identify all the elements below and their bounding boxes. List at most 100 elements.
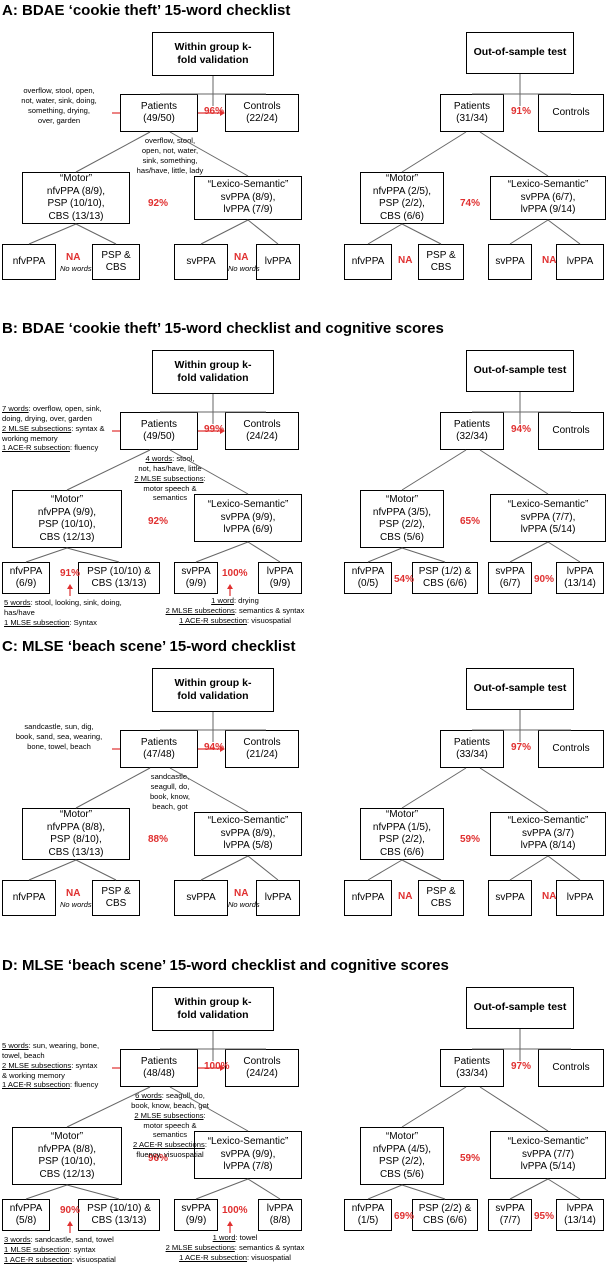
leaf-lvppa: lvPPA(9/9) (258, 562, 302, 594)
predictor-note-top-text: : fluency (69, 443, 99, 453)
root-node-within-group: Within group k-fold validation (152, 32, 274, 76)
predictor-note-bottom-left-line: 1 MLSE subsection: Syntax (4, 618, 164, 628)
lexico-semantic-node-line: lvPPA (8/14) (520, 840, 576, 852)
motor-node-line: CBS (12/13) (39, 1168, 95, 1180)
patients-node: Patients(49/50) (120, 412, 198, 450)
lexico-semantic-node-line: svPPA (9/9), (220, 511, 276, 523)
accuracy-middle: 74% (460, 198, 481, 209)
accuracy-top: 100% (204, 1061, 230, 1072)
lexico-semantic-node-line: “Lexico-Semantic” (207, 815, 289, 827)
leaf-nfvppa-line: (0/5) (357, 578, 379, 589)
root-node-within-group-line: fold validation (177, 1009, 249, 1021)
lexico-semantic-node-line: lvPPA (7/9) (223, 204, 273, 216)
predictor-note-top-text: doing, drying, over, garden (2, 413, 92, 423)
lexico-semantic-node: “Lexico-Semantic”svPPA (8/9),lvPPA (5/8) (194, 812, 302, 856)
predictor-note-top-label: 5 words (2, 1041, 29, 1050)
predictor-note-top-line: 2 MLSE subsections: syntax (2, 1061, 116, 1071)
leaf-nfvppa-line: (1/5) (357, 1215, 379, 1226)
leaf-svppa-line: svPPA (186, 891, 216, 903)
predictor-note-top-line: over, garden (37, 115, 81, 125)
predictor-note-bottom-left-text: : syntax (69, 1244, 96, 1254)
accuracy-leaf-left: NA (398, 891, 413, 902)
motor-node-line: nfvPPA (3/5), (372, 506, 432, 518)
connector-motor-leaf2 (66, 547, 120, 563)
predictor-note-bottom-left-text: : visuospatial (71, 1254, 116, 1264)
lexico-semantic-node-line: “Lexico-Semantic” (507, 179, 589, 191)
leaf-psp-cbs: PSP &CBS (92, 880, 140, 916)
motor-node-line: “Motor” (59, 809, 93, 820)
lexico-semantic-node-line: “Lexico-Semantic” (207, 179, 289, 191)
motor-node-line: “Motor” (385, 809, 419, 820)
lexico-semantic-node-line: lvPPA (7/8) (223, 1161, 273, 1173)
leaf-svppa: svPPA (174, 244, 228, 280)
predictor-note-top-text: : sun, wearing, bone, (28, 1041, 100, 1050)
leaf-lvppa-line: lvPPA (566, 565, 594, 577)
predictor-note-middle-text: fluency, visuospatial (136, 1150, 204, 1160)
leaf-lvppa: lvPPA(8/8) (258, 1199, 302, 1231)
predictor-note-bottom-right-text: : drying (233, 596, 259, 605)
root-node-within-group-line: Within group k- (174, 40, 252, 53)
connector-lexico-leaf3 (509, 855, 549, 881)
leaf-nfvppa-line: nfvPPA (351, 565, 385, 577)
connector-lexico-leaf3 (200, 219, 249, 245)
connector-motor-leaf2 (401, 1184, 446, 1200)
accuracy-middle: 92% (148, 516, 169, 527)
leaf-psp-cbs-line: CBS (105, 898, 127, 909)
predictor-note-middle-line: open, not, water, (141, 145, 199, 155)
predictor-note-top-line: something, drying, (27, 105, 91, 115)
predictor-note-middle-line: 6 words: seagull, do, (130, 1091, 210, 1101)
root-node-out-of-sample-line: Out-of-sample test (473, 46, 567, 59)
accuracy-middle: 59% (460, 834, 481, 845)
connector-lexico-leaf3 (195, 541, 249, 563)
patients-node-line: (33/34) (456, 1068, 488, 1079)
motor-node-line: CBS (5/6) (380, 1168, 424, 1180)
controls-node: Controls(21/24) (225, 730, 299, 768)
connector-patients-lexico (479, 767, 549, 813)
predictor-note-top-line: overflow, stool, open, (23, 86, 95, 95)
leaf-svppa: svPPA (488, 244, 532, 280)
motor-node-line: “Motor” (59, 173, 93, 184)
predictor-note-middle-line: overflow, stool, (144, 136, 196, 145)
lexico-semantic-node: “Lexico-Semantic”svPPA (7/7)lvPPA (5/14) (490, 1131, 606, 1179)
accuracy-leaf-left: NA (66, 888, 81, 899)
motor-node-line: nfvPPA (2/5), (372, 185, 432, 197)
accuracy-top: 94% (204, 742, 225, 753)
root-node-within-group: Within group k-fold validation (152, 668, 274, 712)
connector-motor-leaf2 (66, 1184, 120, 1200)
predictor-note-top: overflow, stool, open,not, water, sink, … (2, 86, 116, 125)
predictor-note-bottom-right-text: : visuospatial (247, 1252, 291, 1262)
leaf-nfvppa-line: nfvPPA (12, 891, 46, 903)
predictor-note-bottom-left-label: 3 words (4, 1235, 31, 1244)
leaf-svppa-line: svPPA (181, 1202, 211, 1214)
leaf-psp-cbs: PSP (2/2) &CBS (6/6) (412, 1199, 478, 1231)
predictor-note-bottom-right-label: 1 ACE-R subsection (179, 1252, 248, 1262)
predictor-note-bottom-right-label: 1 ACE-R subsection (179, 615, 248, 625)
lexico-semantic-node-line: lvPPA (5/14) (520, 524, 576, 536)
leaf-svppa: svPPA(9/9) (174, 562, 218, 594)
connector-patients-lexico (479, 1086, 549, 1132)
predictor-note-bottom-right-label: 1 word (212, 1233, 236, 1242)
lexico-semantic-node-line: svPPA (9/9), (220, 1148, 276, 1160)
connector-lexico-leaf3 (509, 219, 549, 245)
predictor-note-middle-label: 6 words (135, 1091, 162, 1100)
root-node-out-of-sample: Out-of-sample test (466, 350, 574, 392)
lexico-semantic-node-line: svPPA (7/7), (520, 511, 576, 523)
panel-title: C: MLSE ‘beach scene’ 15-word checklist (2, 638, 296, 655)
leaf-lvppa: lvPPA (556, 244, 604, 280)
lexico-semantic-node-line: “Lexico-Semantic” (507, 1136, 589, 1148)
leaf-psp-cbs-line: PSP (1/2) & (418, 565, 472, 577)
leaf-nfvppa: nfvPPA (2, 244, 56, 280)
leaf-psp-cbs: PSP (10/10) &CBS (13/13) (78, 1199, 160, 1231)
predictor-note-bottom-left-line: 3 words: sandcastle, sand, towel (4, 1235, 164, 1245)
connector-motor-leaf2 (75, 859, 117, 881)
predictor-note-middle-text: : (203, 473, 206, 483)
leaf-lvppa-line: (9/9) (269, 578, 291, 589)
connector-lexico-leaf4 (547, 1178, 581, 1200)
predictor-note-top: sandcastle, sun, dig,book, sand, sea, we… (2, 722, 116, 752)
leaf-lvppa: lvPPA(13/14) (556, 562, 604, 594)
arrow-head-leaf-right (227, 584, 233, 589)
predictor-note-bottom-right-line: 2 MLSE subsections: semantics & syntax (150, 1243, 320, 1253)
motor-node: “Motor”nfvPPA (8/9),PSP (10/10),CBS (13/… (22, 172, 130, 224)
connector-patients-motor (401, 767, 467, 809)
connector-patients-motor (401, 131, 467, 173)
